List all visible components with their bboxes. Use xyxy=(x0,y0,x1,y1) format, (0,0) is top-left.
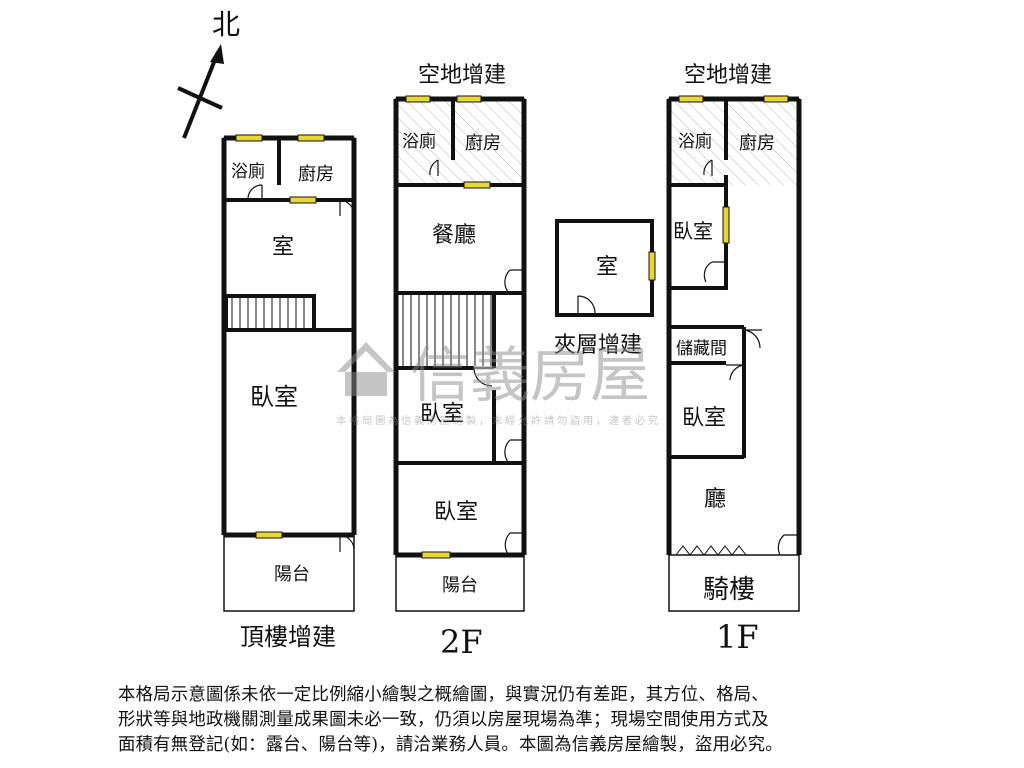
f1-bath-label: 浴廁 xyxy=(678,131,712,152)
f2-annex-label: 空地增建 xyxy=(418,63,506,88)
roof-doors xyxy=(247,184,355,552)
roof-windows xyxy=(235,134,325,539)
f2-kitchen-label: 廚房 xyxy=(465,132,501,154)
roof-bath-label: 浴廁 xyxy=(231,161,265,182)
f2-windows xyxy=(405,95,491,559)
floor-roof xyxy=(221,135,357,612)
f1-living-label: 廳 xyxy=(704,487,726,512)
f1-doors xyxy=(703,159,799,556)
mezz-room-label: 室 xyxy=(596,255,618,280)
house-logo-icon xyxy=(337,342,395,396)
watermark-subtext: 本格局圖為信義房屋繪製，未經允許請勿盜用，違者必究 xyxy=(336,414,661,427)
f2-balcony-label: 陽台 xyxy=(442,575,478,596)
f1-kitchen-label: 廚房 xyxy=(739,132,775,154)
f2-stair-treads xyxy=(402,295,492,366)
mezz-title: 夾層增建 xyxy=(554,333,642,358)
roof-kitchen-label: 廚房 xyxy=(298,163,334,185)
f1-folding-door xyxy=(675,545,747,556)
disclaimer-line-2: 形狀等與地政機關測量成果圖未必一致，仍須以房屋現場為準；現場空間使用方式及 xyxy=(118,710,769,730)
f1-annex-hatch xyxy=(669,99,799,185)
f2-bedroom-a-label: 臥室 xyxy=(420,402,464,427)
f1-storage-label: 儲藏間 xyxy=(676,339,727,359)
roof-title: 頂樓增建 xyxy=(240,623,336,651)
roof-bedroom-label: 臥室 xyxy=(250,383,298,411)
f1-arcade-label: 騎樓 xyxy=(703,575,755,605)
north-arrow-icon: 北 xyxy=(177,8,240,139)
compass-label: 北 xyxy=(212,8,240,41)
f1-annex-label: 空地增建 xyxy=(684,63,772,88)
roof-stair-treads xyxy=(231,298,305,328)
f2-doors xyxy=(429,159,524,555)
f1-bedroom-a-label: 臥室 xyxy=(673,219,713,243)
disclaimer: 本格局示意圖係未依一定比例縮小繪製之概繪圖，與實況仍有差距，其方位、格局、 形狀… xyxy=(118,683,918,758)
watermark-brand: 信義房屋 xyxy=(410,341,650,411)
f1-title: 1F xyxy=(716,618,759,656)
floor-plan: 北 浴廁 廚房 室 臥室 陽台 頂樓增建 xyxy=(177,8,802,661)
roof-room-label: 室 xyxy=(272,235,294,260)
watermark: 信義房屋 本格局圖為信義房屋繪製，未經允許請勿盜用，違者必究 xyxy=(336,341,661,427)
f2-annex-hatch xyxy=(396,99,524,185)
f2-bath-label: 浴廁 xyxy=(402,131,436,152)
f2-title: 2F xyxy=(440,623,483,661)
f2-bedroom-b-label: 臥室 xyxy=(434,500,478,525)
disclaimer-line-1: 本格局示意圖係未依一定比例縮小繪製之概繪圖，與實況仍有差距，其方位、格局、 xyxy=(118,685,769,705)
f2-dining-label: 餐廳 xyxy=(432,223,476,248)
disclaimer-line-3: 面積有無登記(如：露台、陽台等)，請洽業務人員。本圖為信義房屋繪製，盜用必究。 xyxy=(118,735,783,755)
mezz-door xyxy=(577,295,596,315)
roof-balcony-label: 陽台 xyxy=(274,564,310,585)
f1-windows xyxy=(678,95,789,244)
f1-bedroom-b-label: 臥室 xyxy=(682,406,726,431)
mezz-window xyxy=(648,251,656,281)
